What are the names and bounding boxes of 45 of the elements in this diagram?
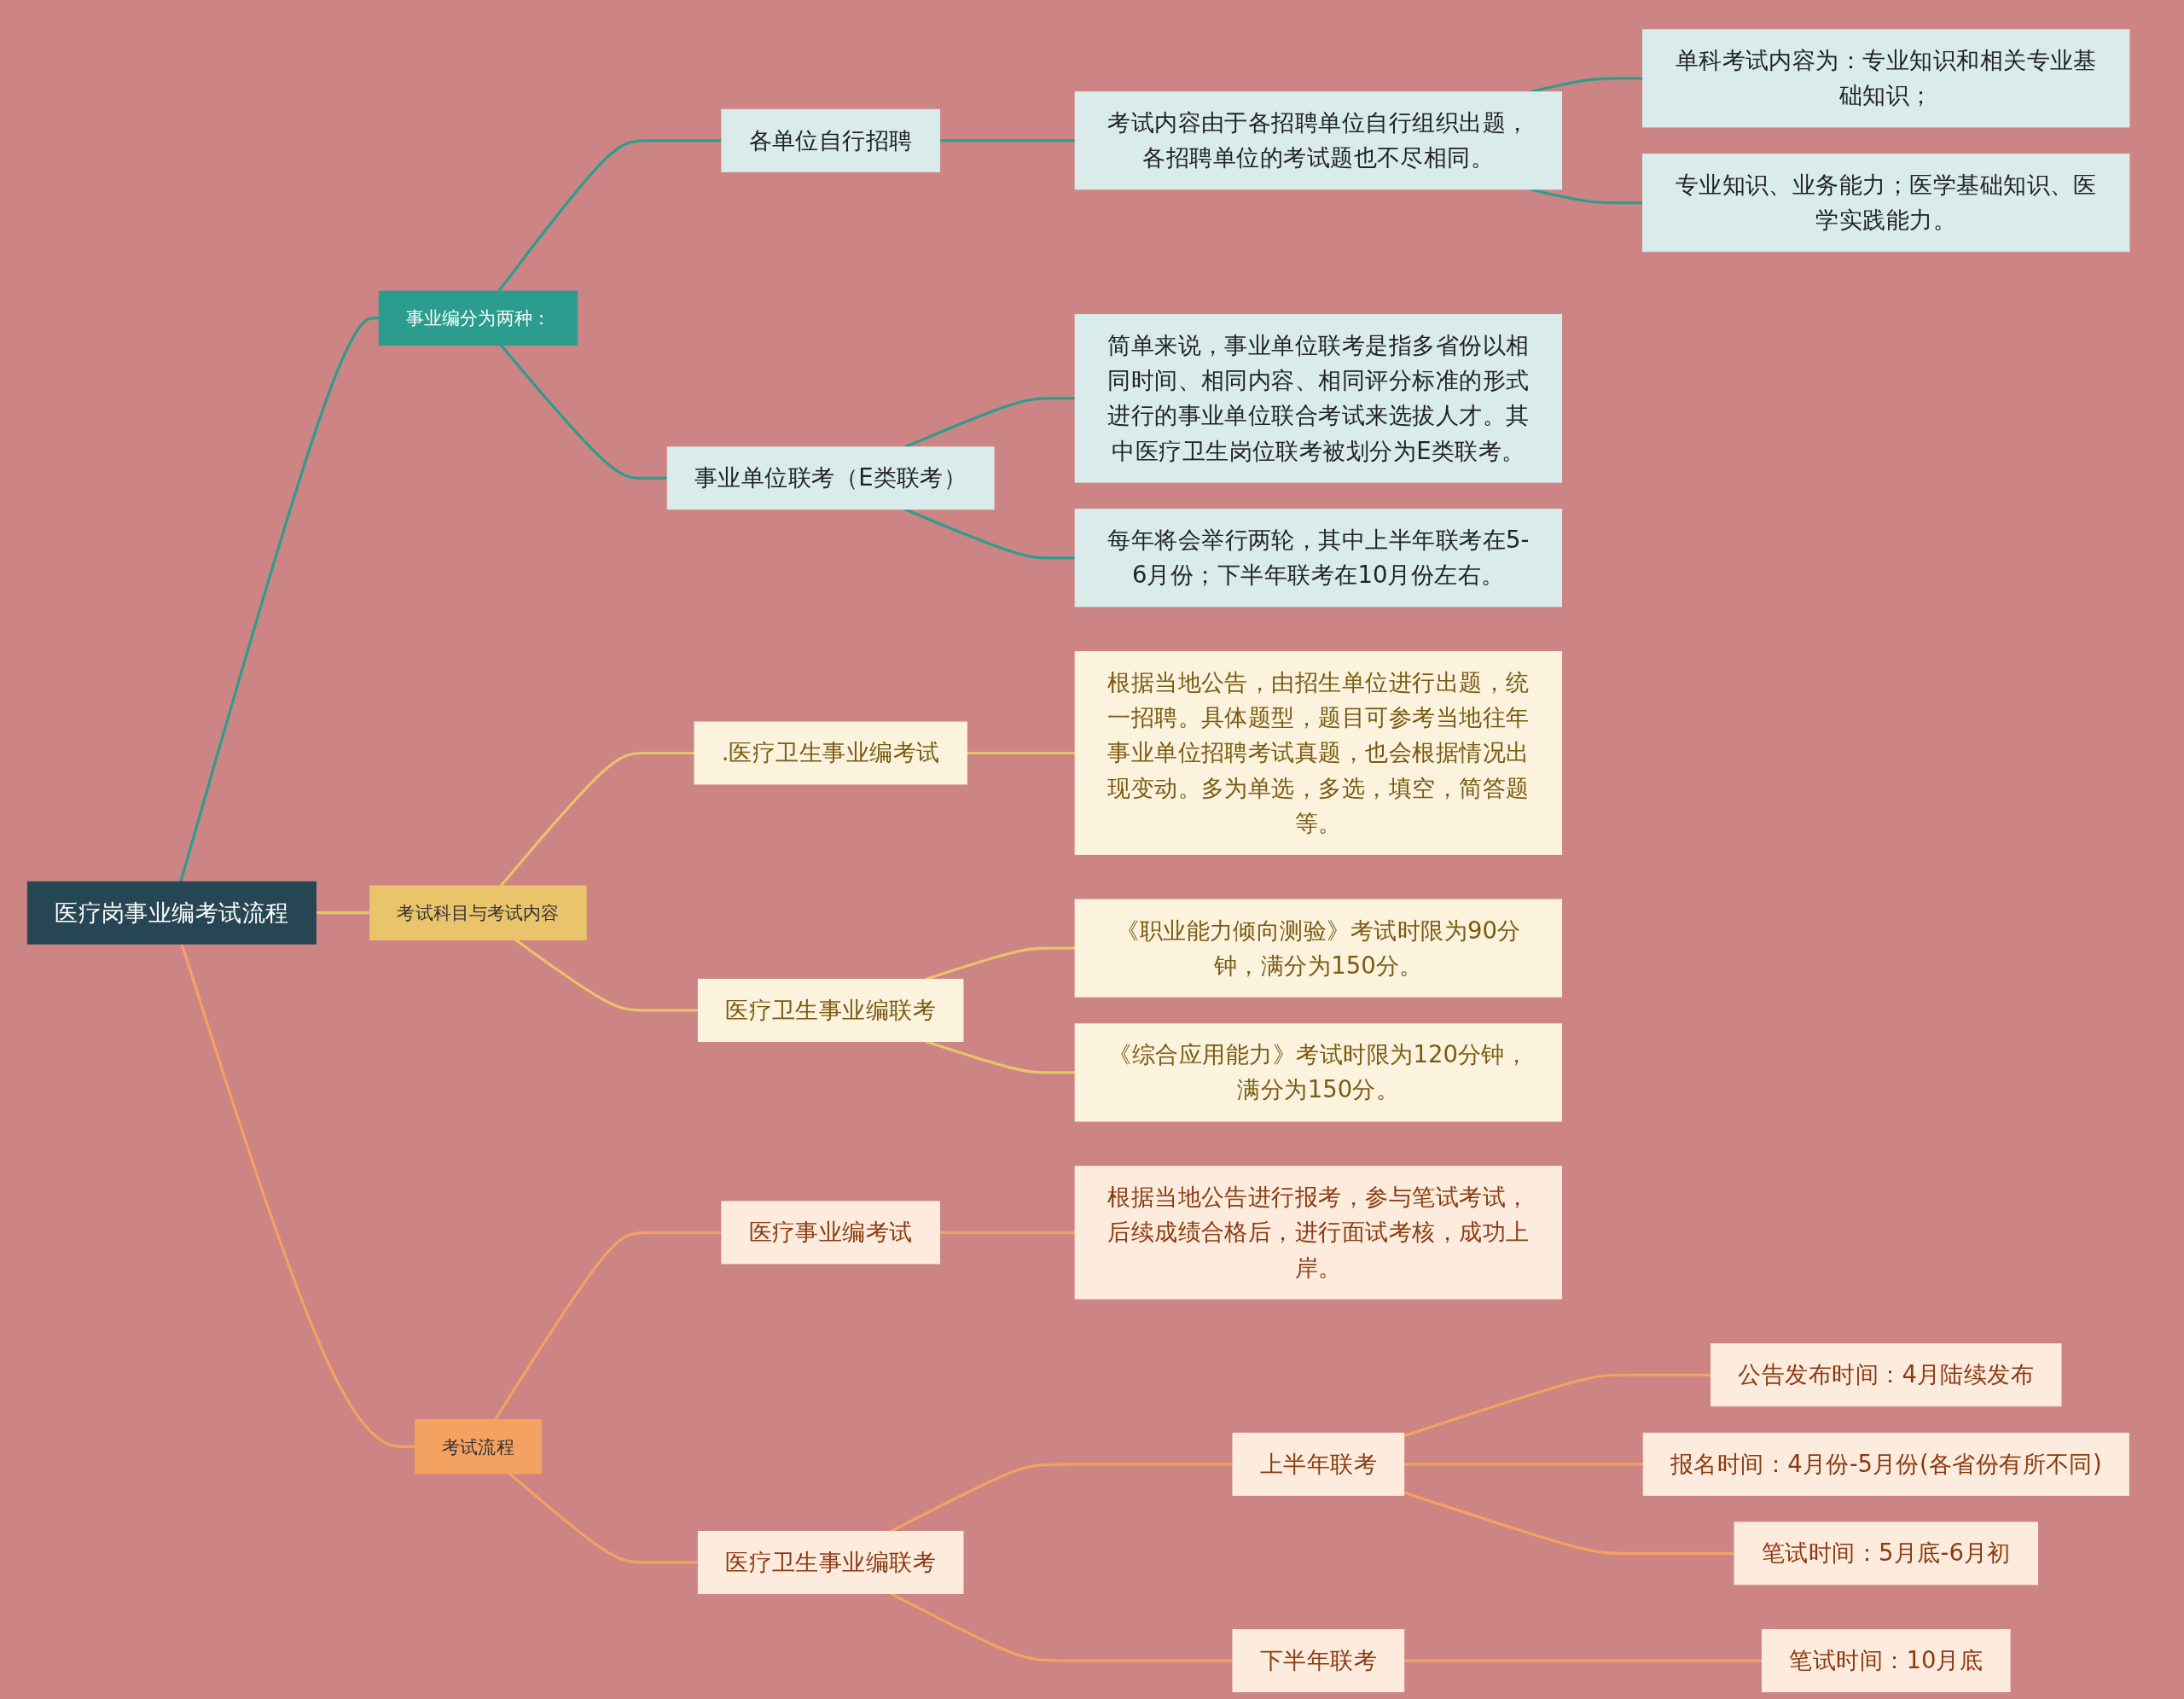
connector <box>1403 1373 1711 1438</box>
node-box: 下半年联考 <box>1232 1629 1405 1693</box>
connector <box>500 344 668 480</box>
connector <box>497 139 722 293</box>
node-box: 简单来说，事业单位联考是指多省份以相同时间、相同内容、相同评分标准的形式进行的事业单位联合考试来选拔人才。其中医疗卫生岗位联考被划分为E类联考。 <box>1074 314 1563 483</box>
connector <box>494 1231 722 1421</box>
node-box: 事业单位联考（E类联考） <box>666 446 995 510</box>
node-box: 医疗卫生事业编联考 <box>697 979 964 1042</box>
node-box: 每年将会举行两轮，其中上半年联考在5-6月份；下半年联考在10月份左右。 <box>1074 509 1563 608</box>
node-box: .医疗卫生事业编考试 <box>694 721 967 785</box>
node-box: 《职业能力倾向测验》考试时限为90分钟，满分为150分。 <box>1074 899 1563 998</box>
node-box: 根据当地公告，由招生单位进行出题，统一招聘。具体题型，题目可参考当地往年事业单位招聘考试真题，也会根据情况出现变动。多为单选，多选，填空，简答题等。 <box>1074 651 1563 855</box>
node-box: 专业知识、业务能力；医学基础知识、医学实践能力。 <box>1642 154 2130 253</box>
node-box: 报名时间：4月份-5月份(各省份有所不同) <box>1642 1432 2129 1496</box>
connector <box>514 939 699 1012</box>
connector <box>1403 1463 1644 1466</box>
connector <box>967 751 1076 755</box>
connector <box>316 911 370 915</box>
node-box: 公告发布时间：4月陆续发布 <box>1711 1343 2062 1407</box>
node-box: 医疗岗事业编考试流程 <box>26 881 317 945</box>
node-box: 医疗事业编考试 <box>721 1201 941 1265</box>
connector <box>904 508 1076 560</box>
connector <box>500 751 695 887</box>
node-box: 考试流程 <box>415 1419 542 1475</box>
node-box: 事业编分为两种： <box>378 290 578 346</box>
node-box: 考试科目与考试内容 <box>369 885 587 940</box>
connector <box>1403 1659 1763 1662</box>
connector <box>890 1592 1233 1662</box>
node-box: 《综合应用能力》考试时限为120分钟，满分为150分。 <box>1074 1023 1563 1122</box>
node-box: 上半年联考 <box>1232 1432 1405 1496</box>
connector <box>890 1463 1233 1533</box>
node-box: 单科考试内容为：专业知识和相关专业基础知识； <box>1642 29 2130 128</box>
connector <box>939 1231 1076 1234</box>
connector <box>508 1472 699 1564</box>
connector <box>179 317 380 882</box>
connector <box>180 943 415 1448</box>
node-box: 根据当地公告进行报考，参与笔试考试，后续成绩合格后，进行面试考核，成功上岸。 <box>1074 1166 1563 1300</box>
connector <box>1403 1491 1735 1555</box>
node-box: 笔试时间：5月底-6月初 <box>1734 1522 2038 1586</box>
node-box: 笔试时间：10月底 <box>1761 1629 2011 1693</box>
connector <box>1529 188 1643 205</box>
node-box: 各单位自行招聘 <box>721 108 941 172</box>
node-box: 考试内容由于各招聘单位自行组织出题，各招聘单位的考试题也不尽相同。 <box>1074 91 1563 190</box>
connector <box>939 139 1076 143</box>
node-box: 医疗卫生事业编联考 <box>697 1531 964 1594</box>
